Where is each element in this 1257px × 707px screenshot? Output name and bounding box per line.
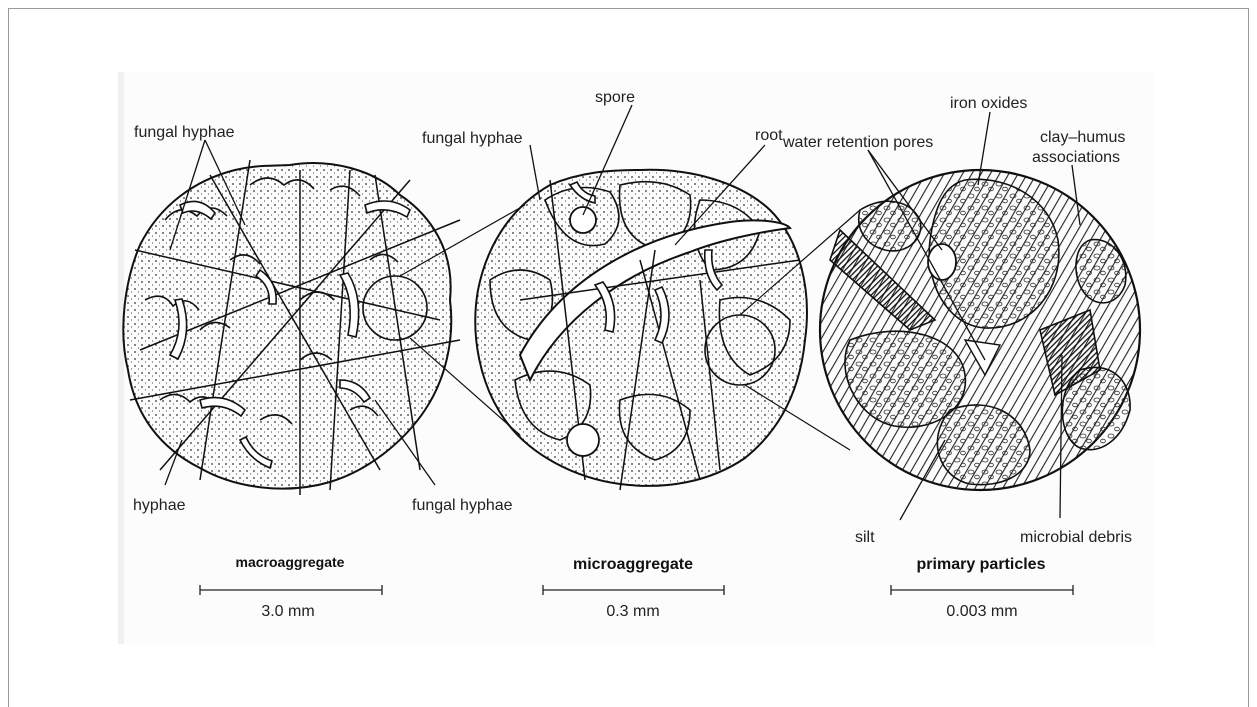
label-root: root [755,127,783,144]
label-associations: associations [1032,149,1120,166]
microaggregate-drawing [475,170,807,490]
macroaggregate-drawing [123,160,460,495]
label-iron-oxides: iron oxides [950,95,1027,112]
label-fungal-hyphae-mid: fungal hyphae [422,130,523,147]
label-water-retention-pores: water retention pores [782,134,933,151]
panel-title-primary-particles: primary particles [917,556,1046,573]
label-hyphae: hyphae [133,497,186,514]
label-silt: silt [855,529,875,546]
label-microbial-debris: microbial debris [1020,529,1132,546]
panel-title-microaggregate: microaggregate [573,556,693,573]
scale-bars [200,585,1073,595]
scale-label-microaggregate: 0.3 mm [606,603,659,620]
label-clay-humus: clay–humus [1040,129,1125,146]
scale-label-primary-particles: 0.003 mm [946,603,1017,620]
label-fungal-hyphae-left: fungal hyphae [134,124,235,141]
scale-label-macroaggregate: 3.0 mm [261,603,314,620]
primary-particles-drawing [820,170,1140,490]
label-spore: spore [595,89,635,106]
label-fungal-hyphae-bottom: fungal hyphae [412,497,513,514]
panel-title-macroaggregate: macroaggregate [236,554,345,570]
